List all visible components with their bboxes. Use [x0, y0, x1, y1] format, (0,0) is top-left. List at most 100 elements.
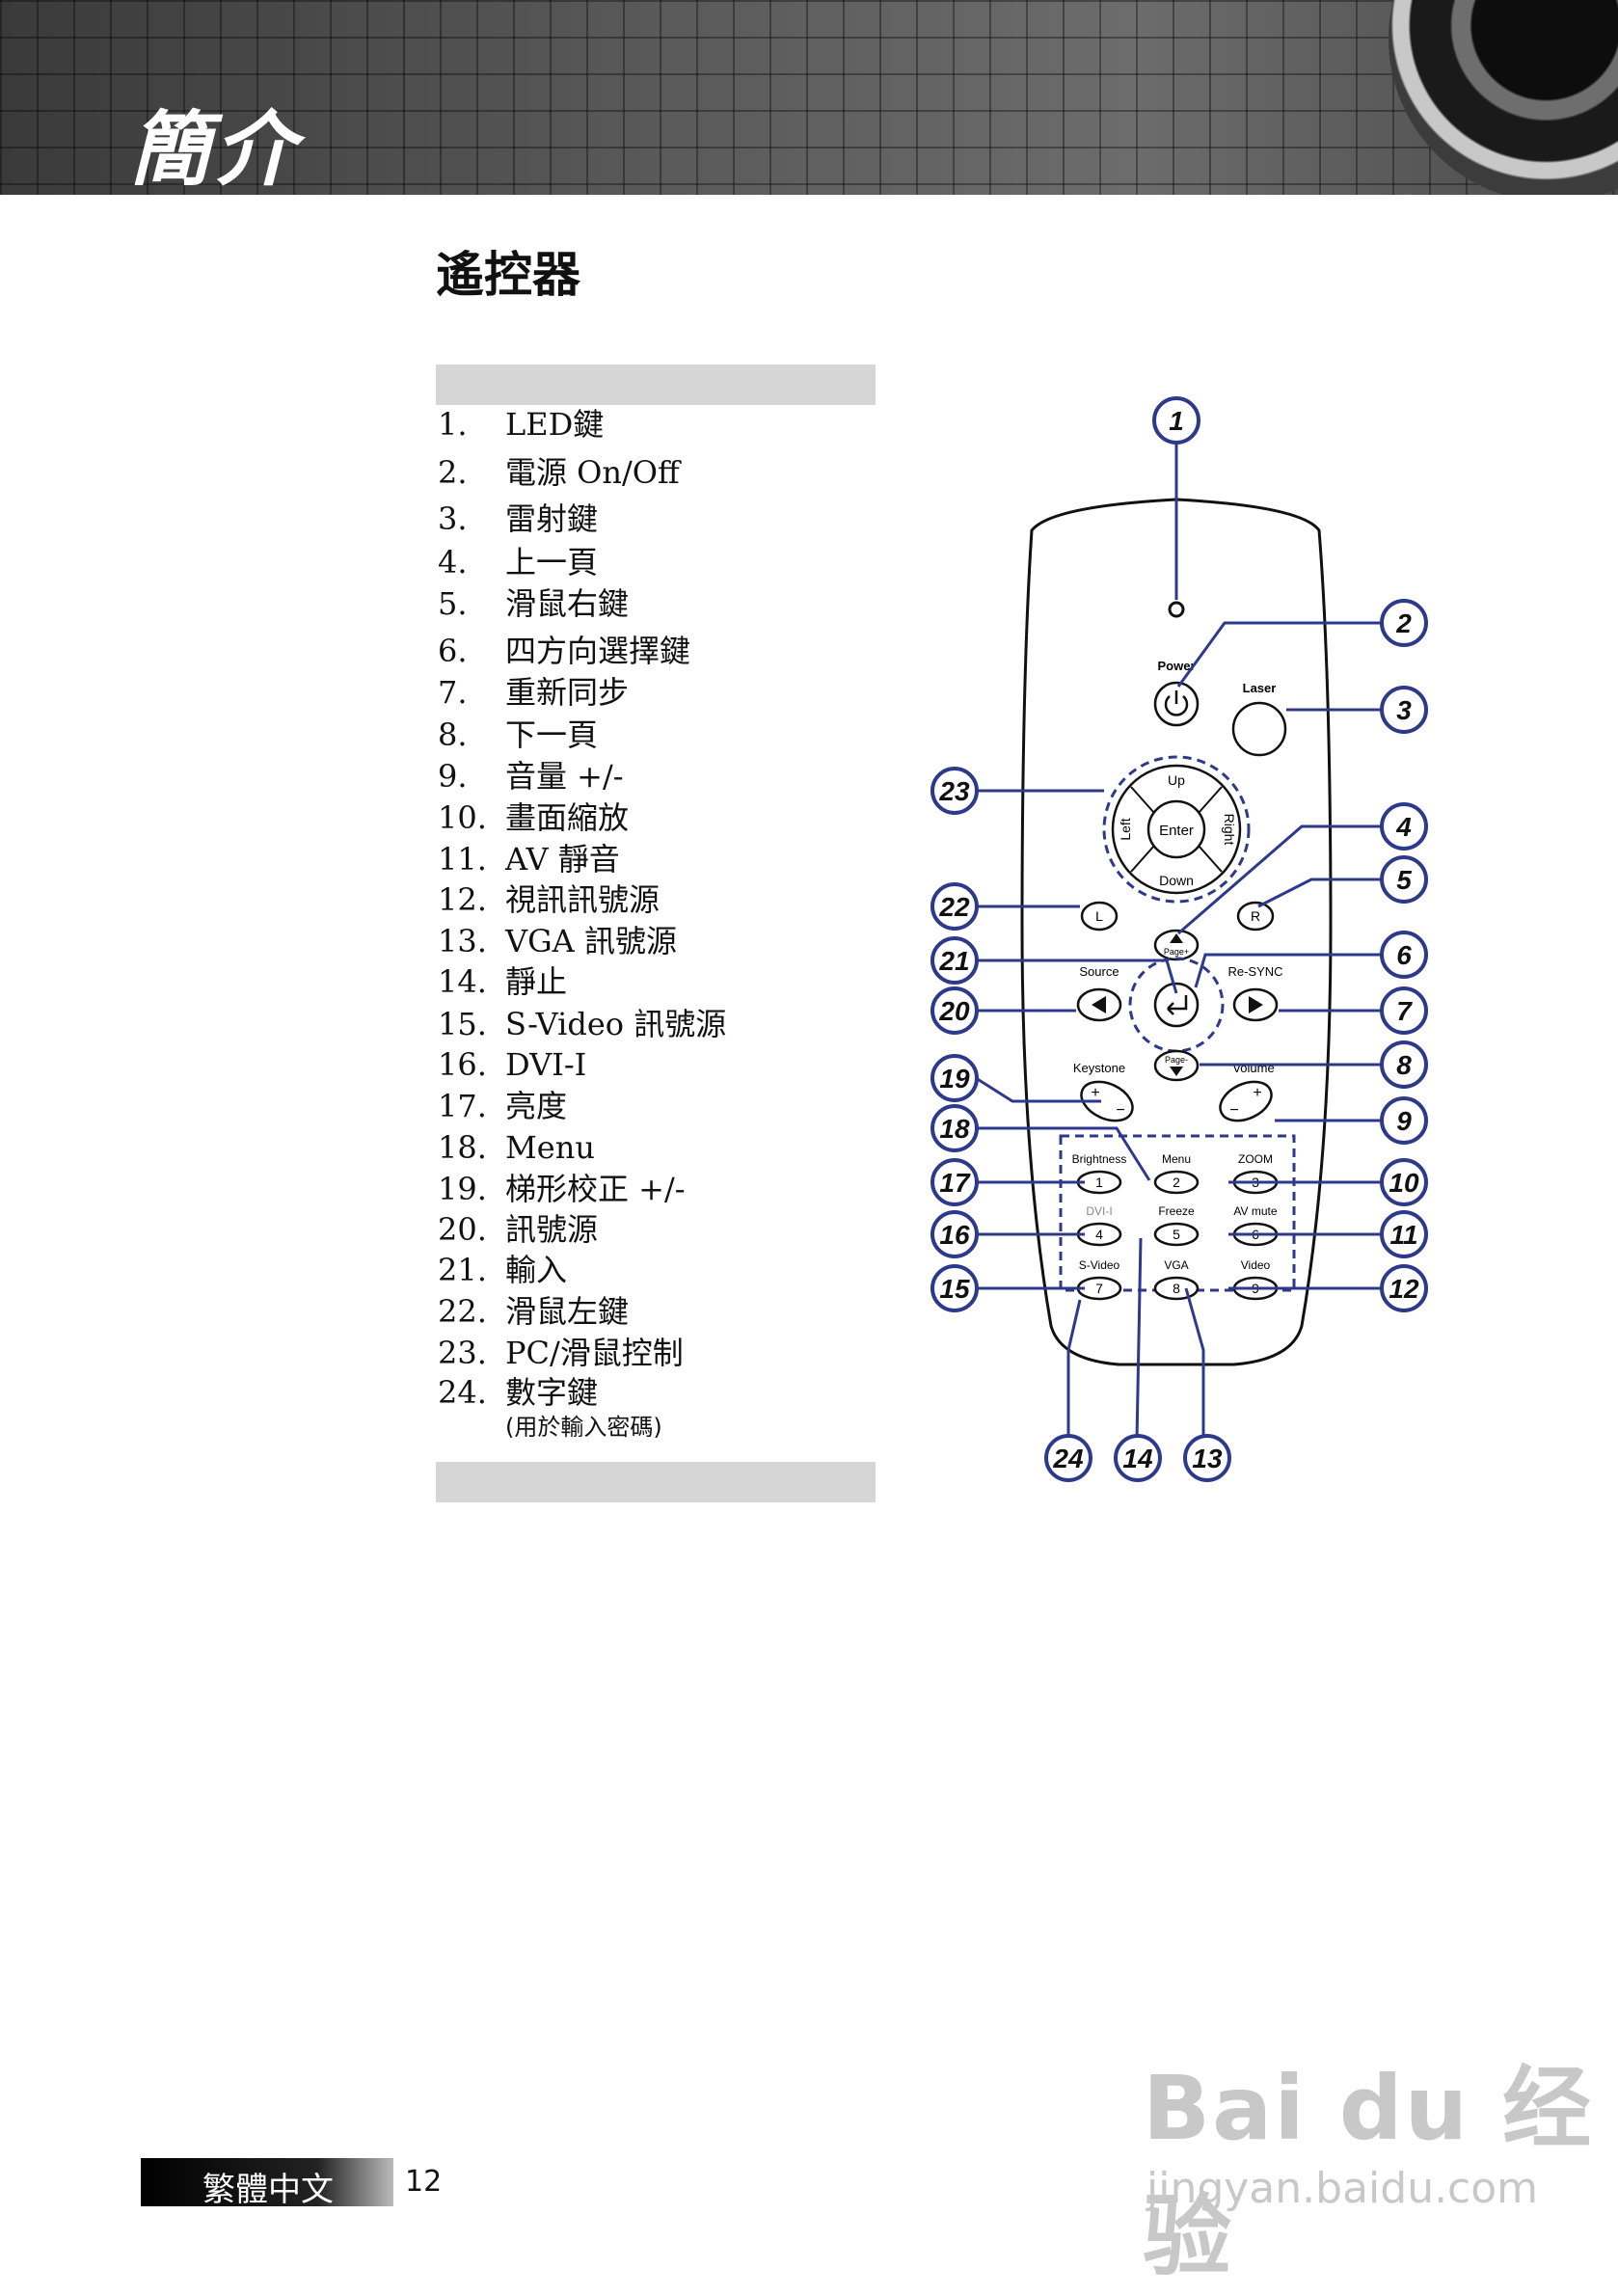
list-item-number: 19.	[438, 1171, 487, 1207]
list-item: 22.滑鼠左鍵	[438, 1292, 629, 1331]
left-label: Left	[1118, 818, 1133, 840]
list-item-label: 下一頁	[505, 716, 599, 753]
callout-number: 12	[1389, 1274, 1419, 1304]
callout-number: 8	[1396, 1050, 1412, 1080]
keystone-button	[1080, 1080, 1134, 1122]
down-label: Down	[1159, 873, 1194, 888]
callout-circle-2	[1380, 599, 1428, 647]
watermark-url: jingyan.baidu.com	[1146, 2164, 1539, 2213]
list-item-number: 4.	[438, 544, 468, 581]
list-item: 17.亮度	[438, 1087, 567, 1125]
zoom-label: ZOOM	[1238, 1152, 1273, 1166]
laser-label: Laser	[1243, 681, 1277, 695]
number-key-label: 2	[1173, 1175, 1180, 1190]
number-key-label: 5	[1173, 1227, 1180, 1242]
callout-circle-11	[1380, 1210, 1428, 1258]
callout-circle-9	[1380, 1096, 1428, 1145]
list-item: 19. 梯形校正 +/-	[438, 1170, 686, 1208]
banner-grid-pattern	[0, 0, 1618, 195]
power-icon	[1164, 695, 1189, 716]
callout-number: 16	[939, 1220, 970, 1250]
list-item: 23.PC/滑鼠控制	[438, 1334, 684, 1372]
list-item-number: 14.	[438, 963, 487, 1000]
callout-circle-17	[930, 1158, 979, 1206]
l-label: L	[1095, 908, 1103, 924]
footer-language: 繁體中文	[202, 2171, 334, 2209]
callout-circle-6	[1380, 931, 1428, 979]
list-item: 11. AV 靜音	[438, 840, 620, 878]
list-item: 16. DVI-I	[438, 1045, 586, 1084]
callout-circle-3	[1380, 686, 1428, 734]
callout-number: 23	[938, 776, 970, 806]
list-item-number: 18.	[438, 1129, 487, 1166]
number-key-label: 8	[1173, 1281, 1180, 1296]
callout-circle-24	[1044, 1434, 1092, 1482]
enter-return-icon	[1168, 995, 1188, 1011]
callout-number: 7	[1396, 996, 1413, 1026]
keystone-plus: +	[1091, 1085, 1099, 1101]
callout-circle-19	[930, 1054, 979, 1102]
list-item: 14.靜止	[438, 962, 567, 1001]
vga-label: VGA	[1164, 1258, 1188, 1272]
page-number: 12	[405, 2165, 443, 2199]
list-item-number: 8.	[438, 716, 468, 753]
callout-number: 20	[938, 996, 970, 1026]
list-item-label: 梯形校正 +/-	[505, 1171, 686, 1207]
enter-button	[1146, 799, 1206, 859]
laser-button	[1231, 701, 1287, 757]
callout-number: 5	[1396, 865, 1412, 895]
list-item: 13.VGA 訊號源	[438, 922, 677, 960]
volume-button	[1219, 1080, 1273, 1122]
list-item-label: 畫面縮放	[505, 799, 630, 836]
callout-circle-23	[930, 767, 979, 815]
list-item: 5.滑鼠右鍵	[438, 584, 629, 623]
number-pad-box	[1059, 1134, 1296, 1292]
list-item: 15.S-Video 訊號源	[438, 1005, 726, 1043]
callout-circle-22	[930, 882, 979, 931]
list-item: 8. 下一頁	[438, 716, 598, 754]
led-indicator	[1168, 601, 1185, 618]
callout-circle-18	[930, 1104, 979, 1152]
keystone-minus: −	[1116, 1102, 1124, 1119]
list-item-number: 15.	[438, 1006, 487, 1042]
list-item-number: 5.	[438, 585, 468, 622]
list-item-number: 11.	[438, 841, 487, 878]
list-item-label: 音量 +/-	[505, 758, 624, 795]
list-item: 4.上一頁	[438, 543, 598, 581]
list-item-label: 訊號源	[505, 1211, 599, 1248]
list-item-label: AV 靜音	[505, 841, 620, 878]
directional-pad-ring	[1102, 755, 1251, 904]
volume-minus: −	[1229, 1102, 1238, 1119]
list-item-label: 視訊訊號源	[505, 881, 661, 918]
section-title: 遙控器	[436, 247, 580, 303]
list-item-number: 17.	[438, 1088, 487, 1124]
right-label: Right	[1222, 814, 1237, 846]
number-key-2	[1153, 1170, 1200, 1195]
list-item: 1.LED鍵	[438, 405, 604, 444]
list-bottom-bar	[436, 1462, 876, 1502]
callout-number: 10	[1389, 1168, 1419, 1198]
list-top-bar	[436, 365, 876, 405]
page-down-label: Page-	[1165, 1055, 1188, 1065]
mouse-right-button	[1236, 901, 1275, 932]
callout-circle-16	[930, 1210, 979, 1258]
volume-plus: +	[1253, 1085, 1261, 1101]
number-key-label: 1	[1095, 1175, 1103, 1190]
callout-number: 2	[1395, 608, 1412, 638]
enter-label: Enter	[1159, 823, 1194, 839]
callout-circle-12	[1380, 1264, 1428, 1312]
power-label: Power	[1157, 659, 1195, 673]
menu-label: Menu	[1162, 1152, 1191, 1166]
list-item-number: 6.	[438, 633, 468, 669]
list-item-number: 16.	[438, 1046, 487, 1083]
r-label: R	[1251, 908, 1260, 924]
brightness-label: Brightness	[1072, 1152, 1127, 1166]
list-item-label: 重新同步	[505, 674, 630, 711]
list-item-label: DVI-I	[505, 1046, 587, 1083]
list-item: 21.輸入	[438, 1251, 567, 1289]
list-item: 20.訊號源	[438, 1210, 598, 1249]
callout-number: 19	[939, 1064, 970, 1094]
resync-label: Re-SYNC	[1227, 964, 1282, 979]
callout-circle-10	[1380, 1158, 1428, 1206]
